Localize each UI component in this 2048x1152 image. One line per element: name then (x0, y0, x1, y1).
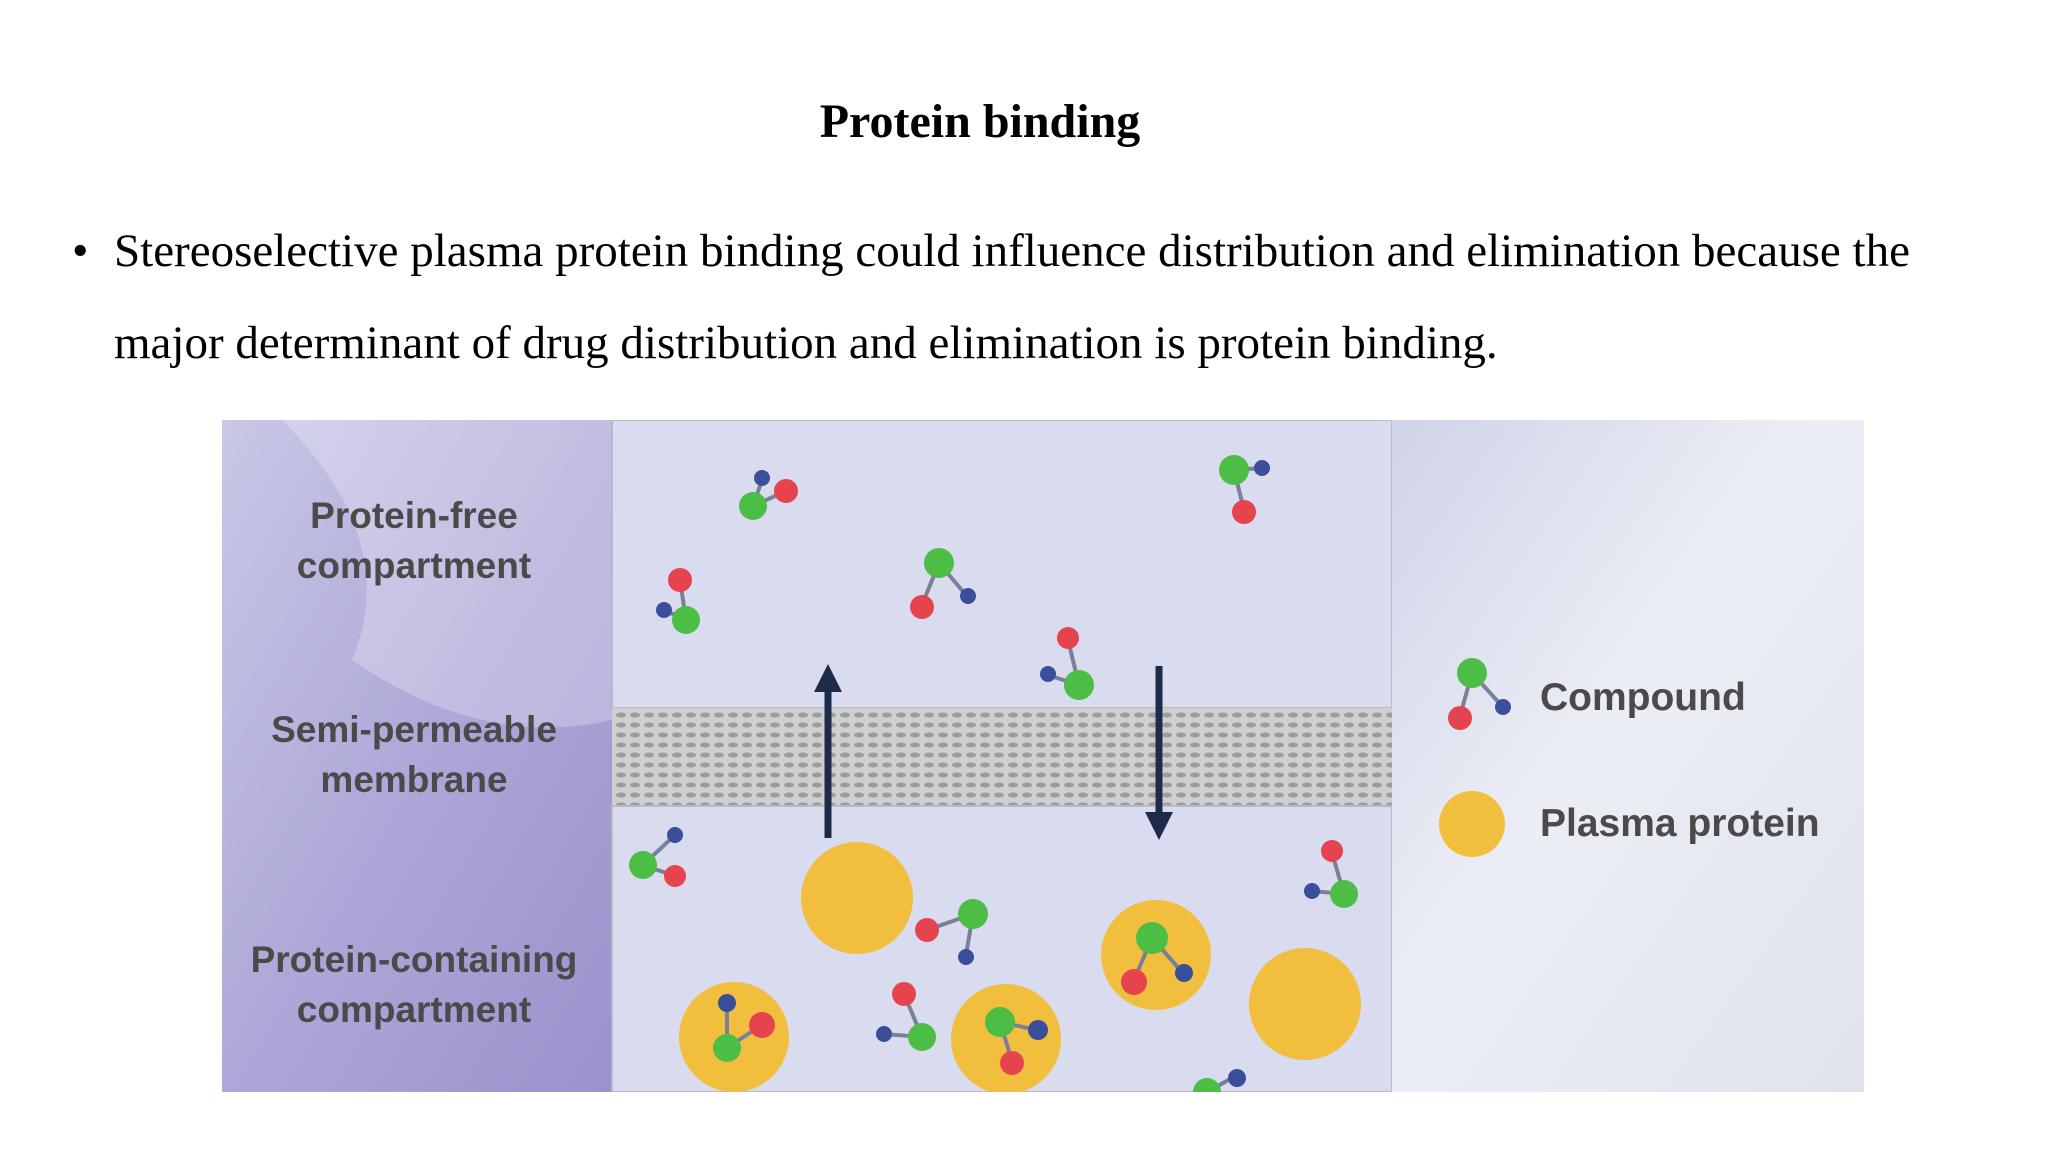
legend-compound-label: Compound (1540, 676, 1746, 719)
membrane-label-line1: Semi-permeable (271, 709, 557, 750)
legend-plasma-protein-label: Plasma protein (1540, 802, 1820, 845)
protein-free-label-line2: compartment (297, 545, 531, 586)
legend-panel (1392, 420, 1864, 1092)
transport-arrow-icon (814, 664, 1173, 840)
bullet-text: Stereoselective plasma protein binding c… (114, 225, 1910, 369)
bullet-icon: • (72, 225, 89, 277)
compound-molecule-icon (629, 455, 1511, 1092)
protein-free-label-line1: Protein-free (310, 495, 518, 536)
semi-permeable-membrane (612, 708, 1392, 806)
protein-containing-label-line1: Protein-containing (251, 939, 578, 980)
protein-binding-diagram: Protein-free compartment Semi-permeable … (222, 420, 1864, 1092)
protein-free-compartment (611, 420, 1393, 709)
legend-plasma-protein-icon (1439, 791, 1505, 857)
protein-containing-label-line2: compartment (297, 989, 531, 1030)
membrane-label-line2: membrane (320, 759, 507, 800)
label-panel (222, 420, 612, 1092)
slide-title: Protein binding (819, 95, 1141, 148)
bullet-list-item: • Stereoselective plasma protein binding… (72, 205, 1972, 389)
